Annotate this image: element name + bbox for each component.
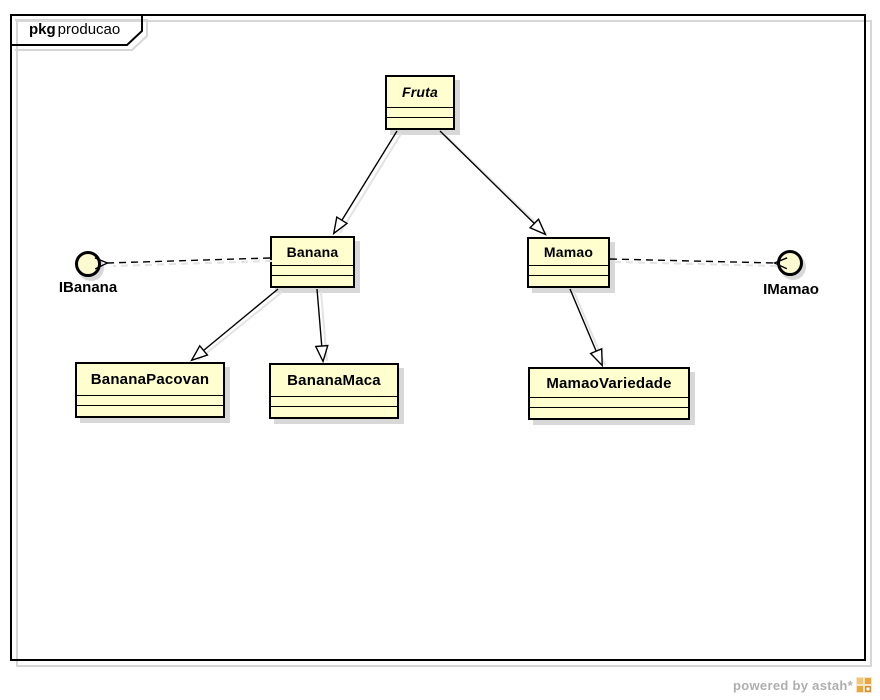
class-fruta-attributes [387, 108, 453, 118]
class-mamao-attributes [529, 266, 608, 276]
interface-ibanana-label: IBanana [58, 279, 118, 296]
astah-logo-icon [856, 677, 872, 693]
class-banana-attributes [272, 266, 353, 276]
frame-shadow [16, 20, 872, 667]
watermark-text: powered by astah* [733, 677, 853, 693]
class-mamao[interactable]: Mamao [527, 237, 610, 288]
class-mamao-name: Mamao [529, 239, 608, 266]
class-banana[interactable]: Banana [270, 236, 355, 288]
class-mamaovariedade-operations [530, 408, 688, 418]
frame-tab-keyword: pkg [29, 21, 56, 38]
watermark: powered by astah* [733, 677, 872, 693]
class-bananamaca-name: BananaMaca [271, 365, 397, 397]
class-mamao-operations [529, 276, 608, 286]
frame-tab-name: producao [57, 21, 121, 38]
class-bananamaca-attributes [271, 397, 397, 407]
class-mamaovariedade[interactable]: MamaoVariedade [528, 367, 690, 420]
class-bananapacovan-name: BananaPacovan [77, 364, 223, 396]
class-bananapacovan-attributes [77, 396, 223, 406]
class-banana-operations [272, 276, 353, 286]
class-banana-name: Banana [272, 238, 353, 266]
class-fruta-operations [387, 118, 453, 128]
interface-imamao-label: IMamao [763, 281, 819, 298]
class-mamaovariedade-attributes [530, 398, 688, 408]
class-bananapacovan-operations [77, 406, 223, 416]
class-bananamaca[interactable]: BananaMaca [269, 363, 399, 419]
interface-ibanana-circle[interactable] [75, 251, 101, 277]
class-fruta[interactable]: Fruta [385, 75, 455, 130]
class-bananapacovan[interactable]: BananaPacovan [75, 362, 225, 418]
interface-imamao-circle[interactable] [777, 250, 803, 276]
class-fruta-name: Fruta [387, 77, 453, 108]
class-mamaovariedade-name: MamaoVariedade [530, 369, 688, 398]
class-bananamaca-operations [271, 407, 397, 417]
package-frame[interactable] [10, 14, 866, 661]
